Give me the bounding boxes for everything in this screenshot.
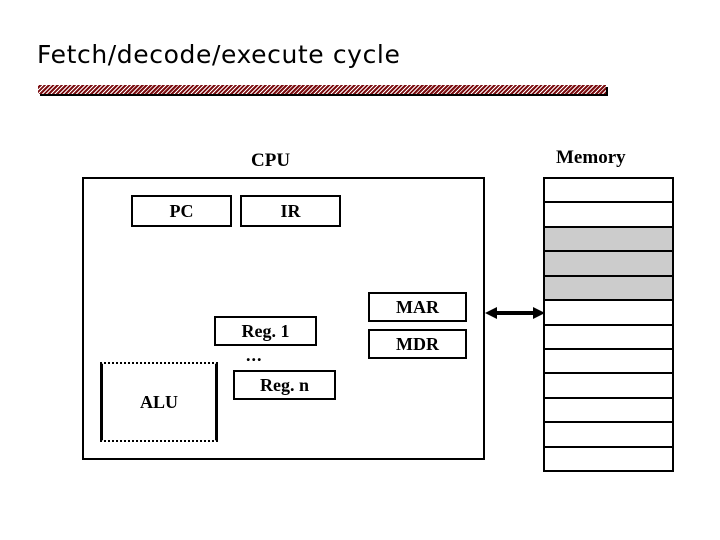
memory-cell xyxy=(543,347,674,373)
page-title: Fetch/decode/execute cycle xyxy=(37,40,401,69)
memory-cell xyxy=(543,177,674,202)
register-mdr: MDR xyxy=(368,329,467,359)
register-ir: IR xyxy=(240,195,341,227)
memory-cell xyxy=(543,421,674,446)
alu-box: ALU xyxy=(100,362,218,442)
memory-cell xyxy=(543,250,674,275)
cpu-label: CPU xyxy=(251,150,291,171)
register-reg-1: Reg. 1 xyxy=(214,316,317,346)
memory-cell xyxy=(543,299,674,324)
memory-cell xyxy=(543,396,674,422)
title-underline-rule xyxy=(38,85,606,94)
register-mar: MAR xyxy=(368,292,467,322)
memory-label: Memory xyxy=(556,147,626,168)
memory-cell xyxy=(543,274,674,300)
memory-bus-arrow-icon xyxy=(485,307,545,319)
memory-cell xyxy=(543,225,674,251)
register-reg-n: Reg. n xyxy=(233,370,336,400)
register-pc: PC xyxy=(131,195,232,227)
memory-cell-stack xyxy=(543,177,674,473)
memory-cell xyxy=(543,201,674,226)
memory-cell xyxy=(543,445,674,473)
register-ellipsis: ... xyxy=(246,345,263,365)
memory-cell xyxy=(543,372,674,397)
memory-cell xyxy=(543,323,674,348)
